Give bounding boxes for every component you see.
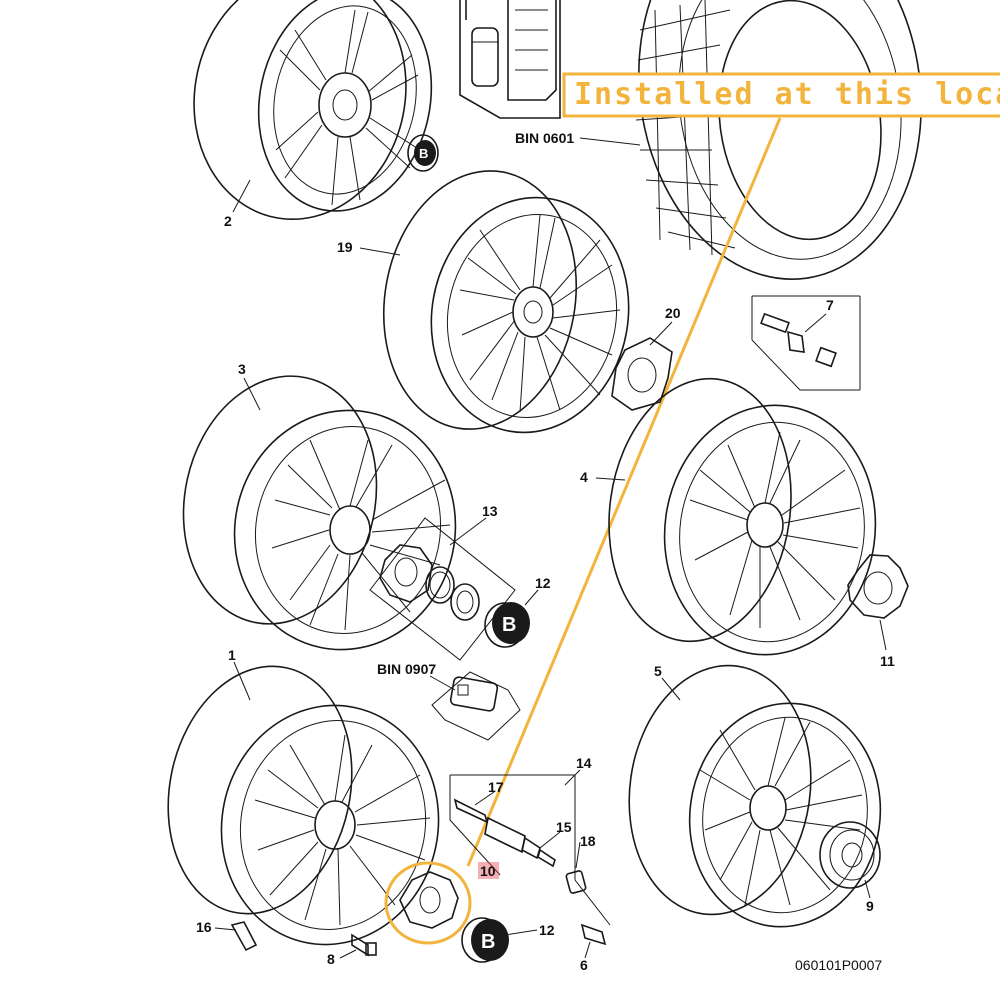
wheel-2 — [193, 0, 433, 221]
svg-text:B: B — [419, 146, 428, 161]
part-8-bolt — [351, 933, 377, 957]
label-7: 7 — [826, 297, 834, 313]
part-16-clip — [230, 921, 258, 952]
wheel-1 — [167, 665, 440, 946]
label-19: 19 — [337, 239, 353, 255]
label-4: 4 — [580, 469, 588, 485]
label-2: 2 — [224, 213, 232, 229]
part-20-center-hub — [611, 337, 673, 411]
svg-text:B: B — [502, 614, 516, 636]
label-13: 13 — [482, 503, 498, 519]
leader-lines — [214, 137, 887, 959]
label-5: 5 — [654, 663, 662, 679]
wheel-5 — [628, 664, 882, 928]
label-6: 6 — [580, 957, 588, 973]
callout-installed-location: Installed at this location — [466, 72, 1000, 867]
part-14-valve-kit — [449, 774, 611, 946]
part-9-center-cap — [819, 821, 881, 889]
label-bin-0601: BIN 0601 — [515, 130, 574, 146]
label-20: 20 — [665, 305, 681, 321]
tyre — [635, 0, 922, 280]
label-bin-0907: BIN 0907 — [377, 661, 436, 677]
label-12-upper: 12 — [535, 575, 551, 591]
callout-leader-line — [466, 117, 782, 867]
label-18: 18 — [580, 833, 596, 849]
label-17: 17 — [488, 779, 504, 795]
part-7-bolts-box — [751, 295, 861, 391]
tpms-sensor-bin-0907 — [431, 671, 521, 741]
label-1: 1 — [228, 647, 236, 663]
label-10-highlight — [478, 862, 499, 879]
label-3: 3 — [238, 361, 246, 377]
callout-text: Installed at this location — [574, 77, 1000, 112]
label-12-lower: 12 — [539, 922, 555, 938]
badge-12-lower: B — [461, 917, 509, 963]
label-11: 11 — [880, 653, 895, 669]
label-16: 16 — [196, 919, 212, 935]
svg-text:B: B — [481, 931, 495, 953]
badge-12-upper: B — [484, 602, 530, 648]
label-8: 8 — [327, 951, 335, 967]
parts-kit-box — [459, 0, 561, 119]
label-9: 9 — [866, 898, 874, 914]
wheel-4 — [608, 377, 877, 656]
center-cap-2: B — [407, 134, 439, 172]
label-15: 15 — [556, 819, 572, 835]
label-10: 10 — [480, 863, 496, 879]
part-13-hub-kit — [369, 517, 516, 661]
wheel-3 — [182, 375, 457, 651]
label-14: 14 — [576, 755, 592, 771]
highlight-circle-part-10 — [384, 861, 472, 945]
part-11-center-cap — [847, 554, 909, 619]
wheel-19 — [382, 170, 630, 434]
diagram-reference-code: 060101P0007 — [795, 957, 882, 973]
part-labels: 2 19 BIN 0601 20 7 3 13 12 4 11 1 BIN 09… — [196, 130, 895, 973]
part-10-center-hub — [384, 861, 472, 945]
